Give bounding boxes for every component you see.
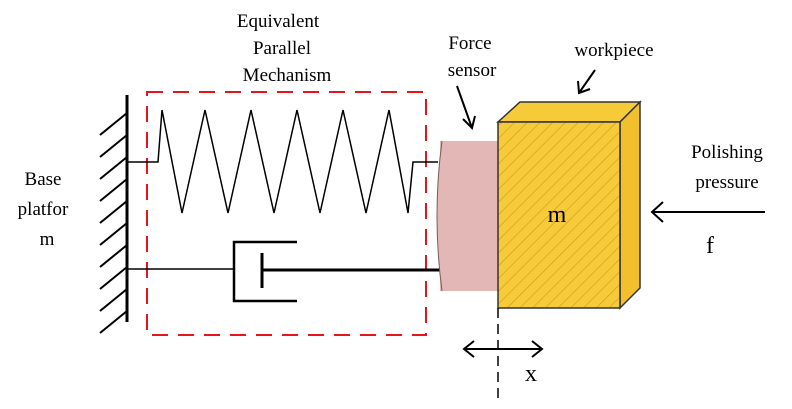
base-label-line-2: platfor (18, 199, 69, 220)
mechanism-label-line-1: Equivalent (237, 11, 320, 32)
force-sensor-label-line-2: sensor (448, 60, 497, 81)
base-wall-hatch (99, 178, 128, 202)
mechanism-label-line-2: Parallel (253, 38, 311, 59)
workpiece (496, 100, 642, 310)
base-wall-hatch (99, 112, 128, 136)
base-label-line-3: m (40, 229, 55, 250)
force-sensor (436, 140, 499, 292)
spring (127, 109, 438, 214)
force-sensor-body (440, 141, 498, 291)
workpiece-pointer-shaft (578, 69, 596, 94)
base-wall (99, 95, 129, 334)
displacement-arrow-left-head (462, 340, 475, 358)
workpiece-side (619, 100, 641, 310)
pressure-label-line-1: Polishing (691, 142, 763, 163)
base-wall-hatching (99, 112, 128, 334)
damper (127, 240, 440, 303)
workpiece-pointer-arrow (577, 69, 596, 95)
pressure-arrow-head (650, 201, 664, 223)
sensor-pointer-arrow (456, 85, 476, 130)
mass-symbol: m (548, 202, 567, 228)
mechanism-label-line-3: Mechanism (243, 65, 332, 86)
displacement-symbol: x (525, 361, 537, 387)
displacement-arrow (462, 340, 544, 358)
base-wall-hatch (99, 200, 128, 224)
base-wall-hatch (99, 266, 128, 290)
base-wall-hatch (99, 288, 128, 312)
pressure-label-line-2: pressure (695, 172, 758, 193)
equivalent-mechanism-box (146, 91, 427, 336)
force-sensor-label-line-1: Force (448, 33, 491, 54)
sensor-pointer-shaft (456, 85, 473, 129)
base-wall-hatch (99, 244, 128, 268)
base-wall-hatch (99, 222, 128, 246)
workpiece-front (497, 121, 621, 309)
force-sensor-face (436, 140, 443, 292)
base-wall-hatch (99, 156, 128, 180)
workpiece-label: workpiece (574, 40, 653, 61)
pressure-arrow (650, 201, 765, 223)
force-symbol: f (706, 233, 714, 259)
workpiece-top (496, 101, 642, 123)
base-wall-hatch (99, 310, 128, 334)
base-label-line-1: Base (25, 169, 62, 190)
workpiece-pointer-head (577, 80, 591, 95)
damper-cylinder (232, 240, 297, 303)
base-wall-hatch (99, 134, 128, 158)
displacement-arrow-right-head (531, 340, 544, 358)
sensor-pointer-head (462, 115, 476, 130)
